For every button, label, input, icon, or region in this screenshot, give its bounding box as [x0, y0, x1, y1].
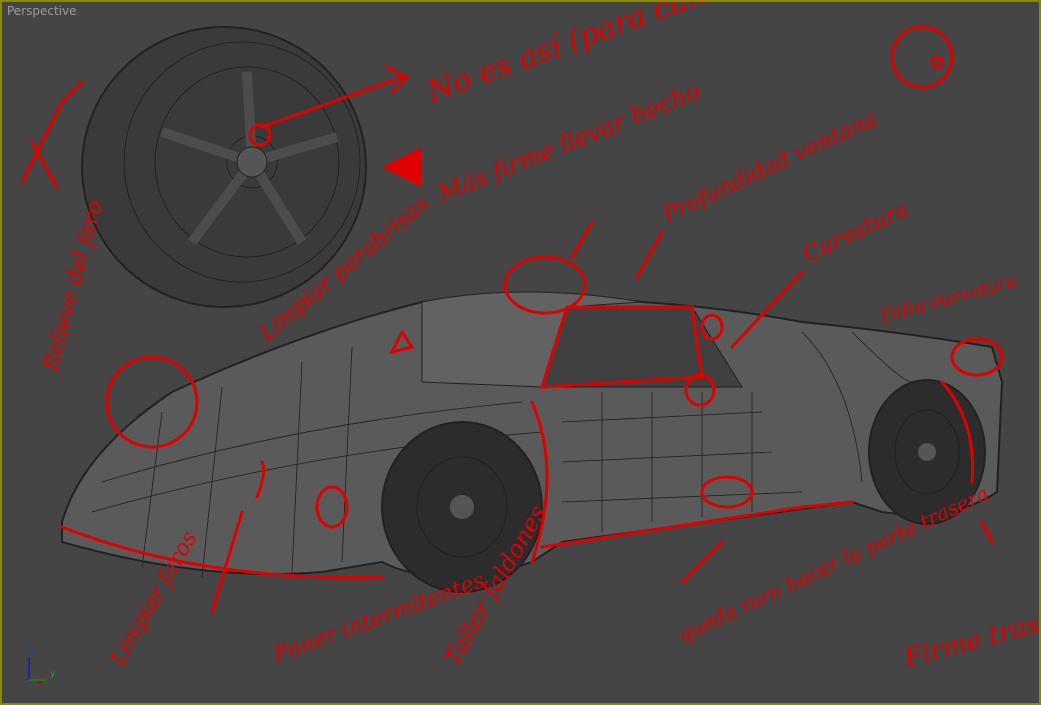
wheel-model — [81, 26, 367, 308]
note-curvature: Curvatura — [799, 197, 913, 268]
note-headlight-relief: Relieve del faro — [38, 198, 108, 375]
axis-z-label: z — [29, 646, 34, 656]
note-firm: Más firme llevar hecho — [433, 77, 704, 208]
viewport-label[interactable]: Perspective — [7, 4, 77, 18]
note-window-depth: Profundidad ventana — [658, 106, 881, 228]
axis-gizmo: z x y — [28, 646, 56, 683]
axis-x-label: x — [42, 671, 48, 681]
note-wheel: No es así (para cambiar) — [422, 2, 788, 110]
annotation-strokes — [20, 25, 1004, 614]
axis-y-label: y — [50, 669, 56, 679]
note-firm-rear: Firme trasero — [900, 598, 1041, 674]
note-missing-curvature: Falta curvatura — [877, 270, 1019, 327]
car-model — [61, 291, 1004, 593]
